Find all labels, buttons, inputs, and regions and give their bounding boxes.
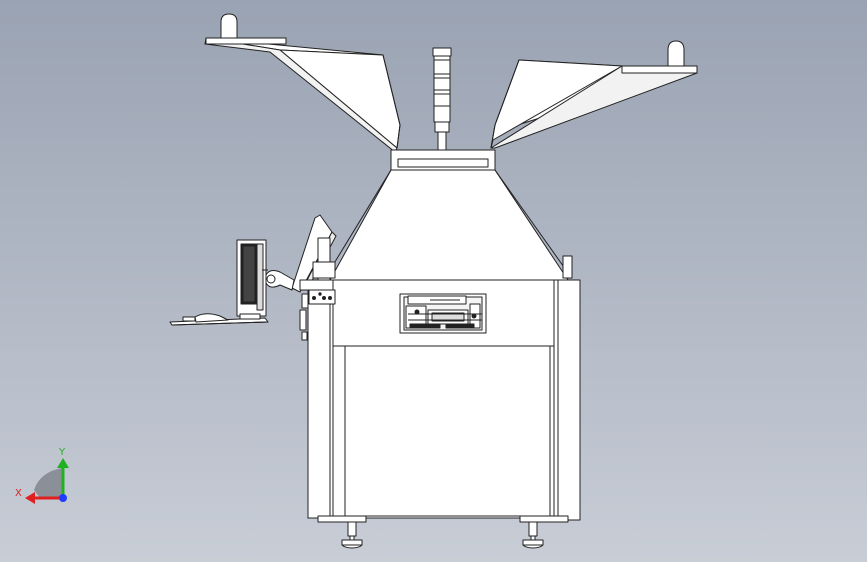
z-axis-origin (59, 494, 67, 502)
right-arm-sensor (667, 40, 685, 67)
hmi-arm (265, 214, 337, 293)
x-axis-label: X (15, 488, 22, 499)
hmi-monitor (236, 239, 268, 317)
keyboard-tray (169, 313, 269, 326)
axis-triad: Y X (15, 447, 69, 504)
base-feet (317, 515, 569, 549)
left-arm-sensor (220, 13, 238, 39)
inspection-window (399, 293, 487, 334)
triad-plane (34, 468, 62, 498)
x-axis-arrowhead (25, 492, 35, 504)
y-axis-arrowhead (57, 458, 69, 468)
y-axis-label: Y (58, 447, 66, 458)
right-feeder-arm (490, 40, 698, 149)
machine-hood (329, 149, 573, 281)
signal-tower (432, 47, 452, 151)
left-feeder-arm (204, 13, 401, 153)
